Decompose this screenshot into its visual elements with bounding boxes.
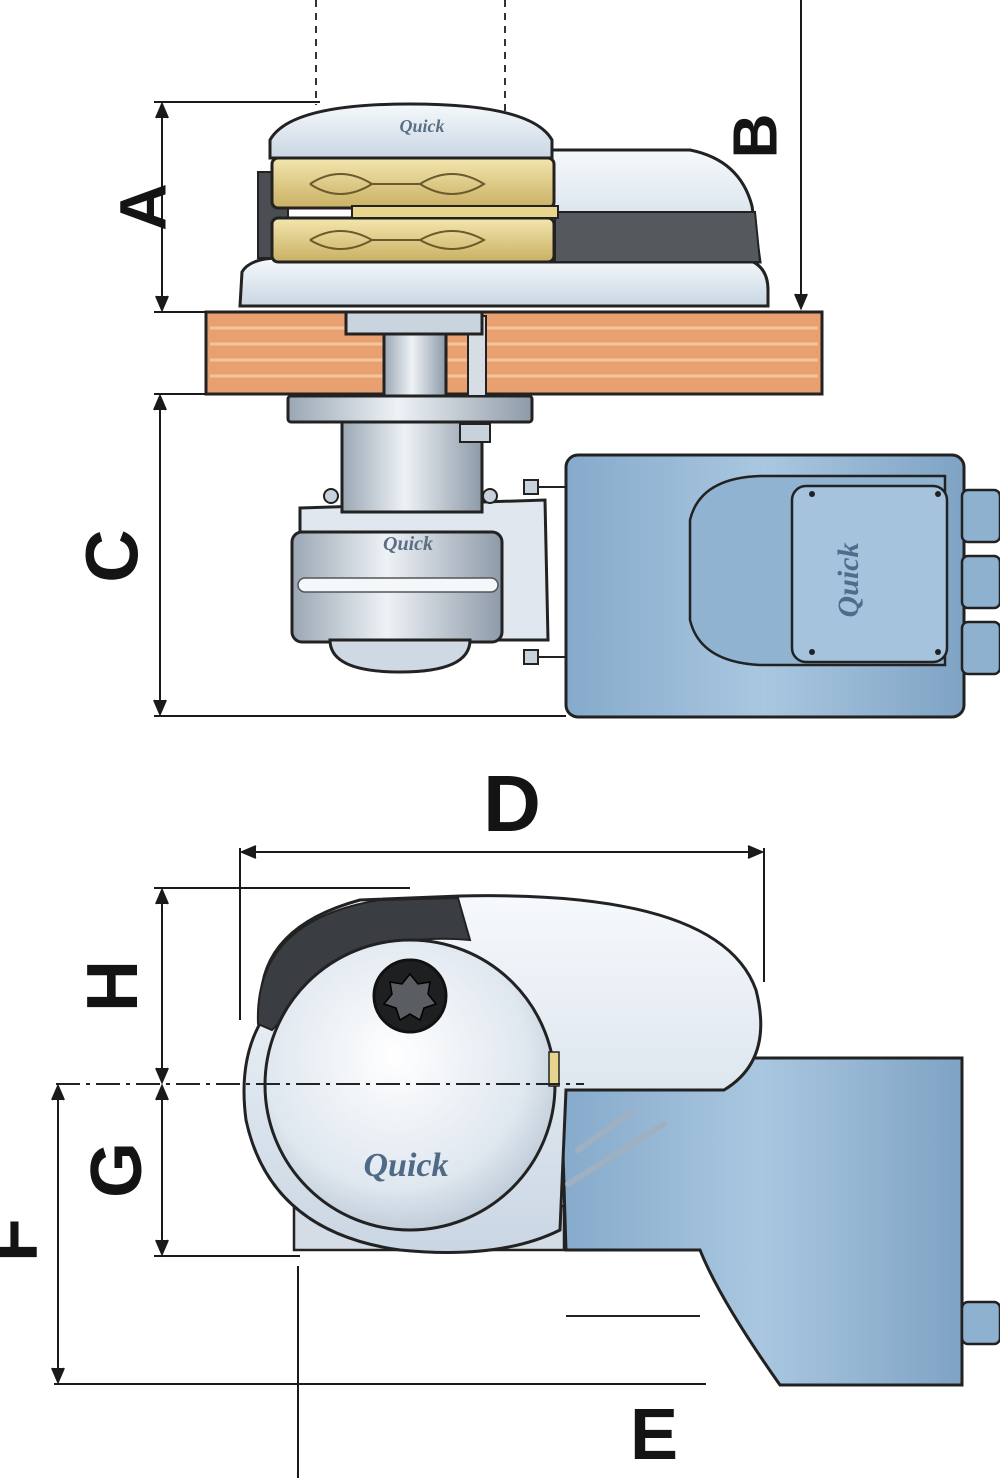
drum-logo: Quick [364,1147,449,1184]
plan-terminal [960,1300,1000,1346]
label-e: E [630,1395,678,1475]
label-g: G [77,1142,157,1198]
gearbox: Quick [290,488,550,674]
gearbox-logo: Quick [383,533,433,555]
label-d: D [483,759,541,848]
dimension-d [239,845,765,1020]
side-elevation: Quick Quick [71,0,1000,719]
plan-view: Quick D H G [0,759,1000,1478]
label-h: H [73,960,153,1012]
dimension-h [154,887,410,1085]
label-f: F [0,1218,53,1262]
dimension-b [794,0,808,311]
deck-board [204,310,824,398]
dimension-a [154,101,320,313]
motor-terminals [960,488,1000,676]
cover-ribs [565,1109,667,1187]
under-deck-flange [286,394,534,424]
label-a: A [105,183,179,231]
dimension-c [153,393,566,717]
label-c: C [71,529,154,582]
motor-housing: Quick [523,453,1000,719]
label-b: B [721,114,790,159]
cap-logo: Quick [400,116,445,136]
windlass-top-assembly: Quick [238,102,770,308]
dimension-f [51,1083,706,1385]
motor-logo: Quick [832,543,865,618]
dimension-g [154,1083,300,1257]
